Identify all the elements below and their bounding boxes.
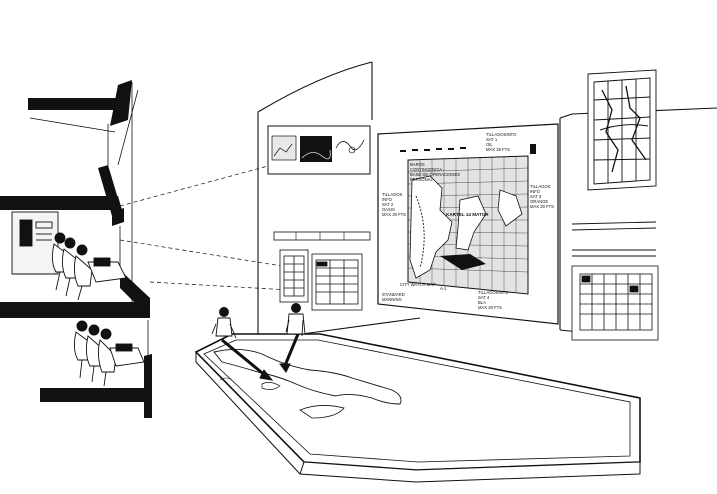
left-status-boards — [279, 249, 363, 311]
map-island-east — [497, 189, 523, 227]
equipment-cabinet — [11, 211, 59, 275]
right-block-line-3: SAT 3 — [530, 194, 542, 199]
left-balcony-structure — [0, 80, 152, 418]
bottom-mid-small: A-1 — [440, 286, 447, 291]
top-right-line-2: SAT 1 — [486, 137, 498, 142]
operators-upper-room — [51, 232, 127, 301]
right-shelf-lines — [571, 221, 657, 257]
right-block-line-1: TILLAGOS — [530, 184, 551, 189]
left-block-line-4: OASIS — [382, 207, 395, 212]
right-block-line-2: INFO — [530, 189, 541, 194]
bottom-left-small: CITY WATCH MAP — [400, 282, 436, 287]
left-block-line-1: TILLAGOS — [382, 192, 403, 197]
map-header-line-3: BASE DE OPERACIONES — [410, 172, 460, 177]
map-shaded-zone — [440, 254, 486, 270]
bottom-block-line-4: MAX 30 FTS — [478, 305, 502, 310]
main-map-wall: BAROS CONTINGENCIA BASE DE OPERACIONES P… — [377, 123, 559, 325]
top-right-line-4: MAX 35 FTS — [486, 147, 510, 152]
top-monitor-strip — [267, 125, 371, 175]
map-landmass-center — [455, 195, 487, 251]
floor-map-island — [213, 349, 402, 405]
top-right-line-3: OIL — [486, 142, 493, 147]
bottom-block-line-1: TILLAGOSINTO — [478, 290, 509, 295]
left-block-line-5: MAX 30 FTS — [382, 212, 406, 217]
bottom-block-line-3: BLA — [478, 300, 486, 305]
map-header-line-4: PERSONAL — [410, 177, 433, 182]
map-header-line-2: CONTINGENCIA — [410, 167, 442, 172]
right-upper-chart — [587, 69, 657, 191]
top-right-line-1: TILLAGOSINTO — [486, 132, 517, 137]
left-block-line-3: SAT 2 — [382, 202, 394, 207]
floor-map-small-island — [299, 405, 345, 419]
operator-left-standing — [211, 307, 237, 339]
sight-lines — [119, 165, 291, 291]
map-center-label: KARTEL 14 MATOR — [446, 212, 489, 217]
map-top-indicators — [400, 144, 536, 154]
bottom-left-label-1: STANDARD — [382, 292, 405, 297]
bottom-left-label-2: MANNING — [382, 297, 402, 302]
bottom-block-line-2: SAT 4 — [478, 295, 490, 300]
map-header-line-1: BAROS — [410, 162, 425, 167]
right-block-line-4: ORANGE — [530, 199, 548, 204]
operator-right-standing — [285, 303, 306, 337]
left-block-line-2: INFO — [382, 197, 393, 202]
floor-map-table — [194, 333, 641, 483]
map-landmass-west — [409, 175, 453, 279]
operators-lower-room — [73, 320, 145, 387]
right-block-line-5: MAX 30 FTS — [530, 204, 554, 209]
pointer-sticks — [221, 333, 300, 381]
wall-bracket — [273, 231, 371, 241]
right-lower-board — [571, 265, 659, 341]
